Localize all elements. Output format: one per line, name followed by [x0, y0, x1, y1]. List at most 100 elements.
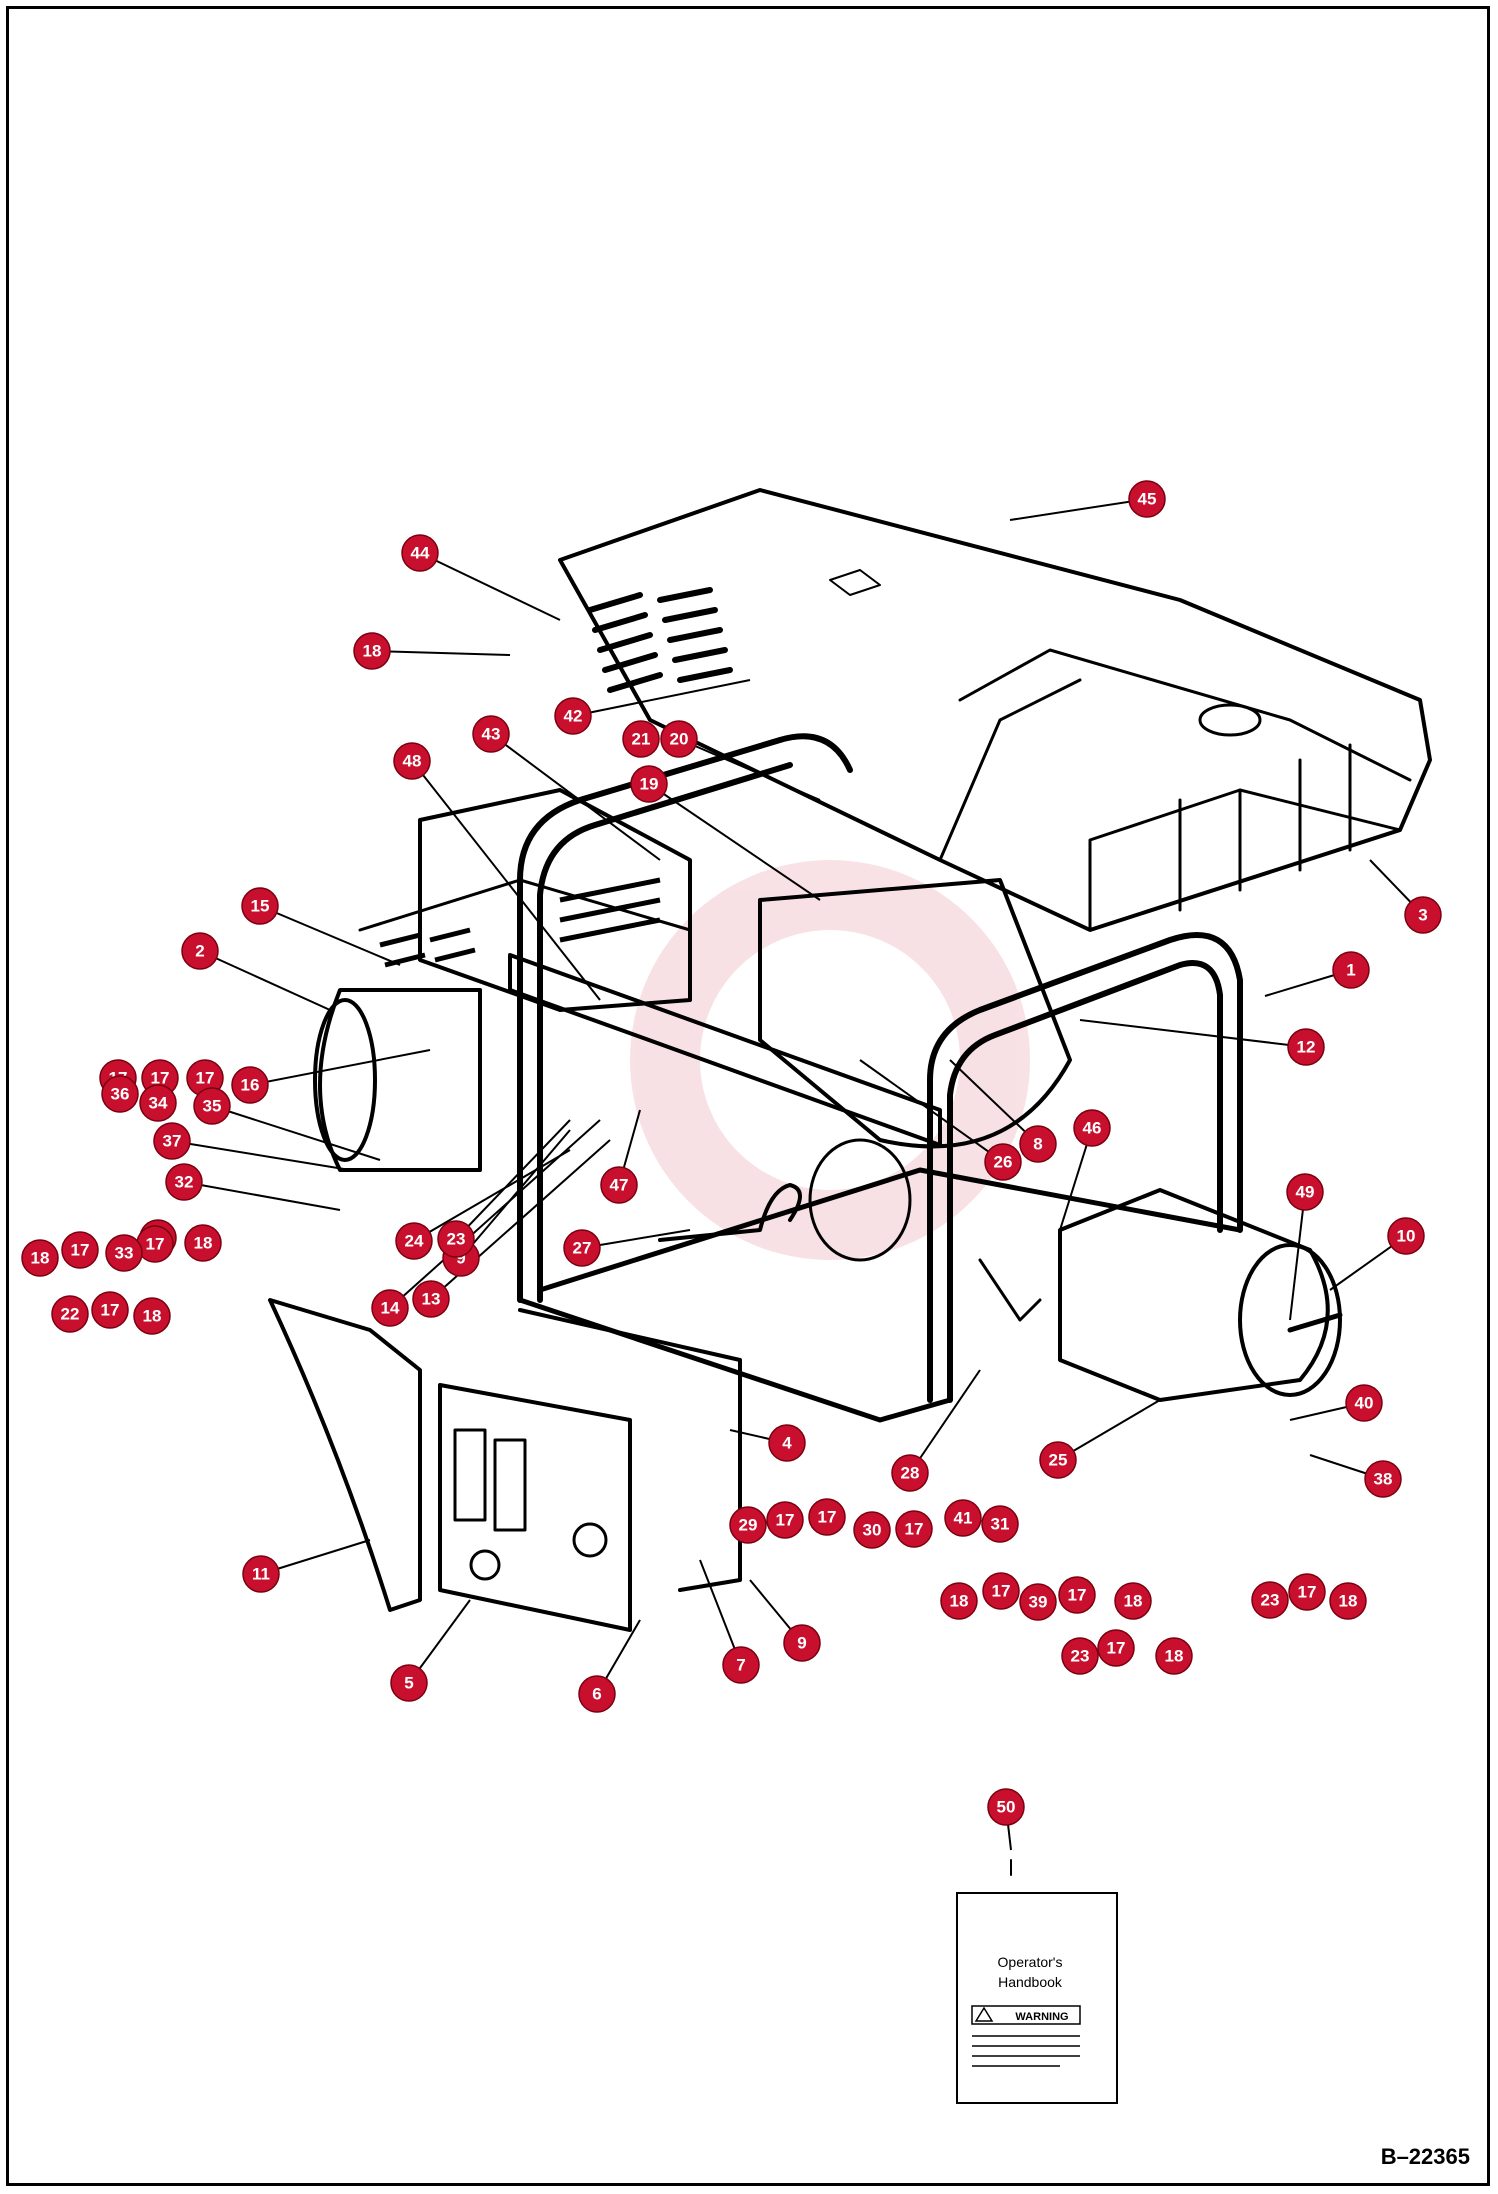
- callout-18: 18: [940, 1582, 978, 1620]
- callout-circle: [1019, 1125, 1057, 1163]
- callout-number: 8: [1033, 1135, 1042, 1154]
- leader-line-43: [490, 733, 661, 861]
- callout-10: 10: [1387, 1217, 1425, 1255]
- operators-handbook: Operator's Handbook WARNING: [956, 1859, 1118, 2104]
- callout-circle: [729, 1506, 767, 1544]
- callout-number: 26: [994, 1153, 1013, 1172]
- leader-line-26: [859, 1059, 1004, 1163]
- callout-12: 12: [1287, 1028, 1325, 1066]
- leader-line-44: [419, 552, 561, 621]
- leader-line-28: [909, 1369, 981, 1474]
- callout-number: 23: [1071, 1647, 1090, 1666]
- callout-circle: [853, 1511, 891, 1549]
- callout-35: 35: [193, 1087, 231, 1125]
- leader-line-11: [260, 1539, 371, 1575]
- callout-43: 43: [472, 715, 510, 753]
- callout-41: 41: [944, 1499, 982, 1537]
- callout-1: 1: [1332, 951, 1370, 989]
- leader-line-2: [199, 950, 331, 1011]
- callout-21: 21: [622, 720, 660, 758]
- callout-circle: [231, 1066, 269, 1104]
- callout-number: 49: [1296, 1183, 1315, 1202]
- callout-circle: [105, 1234, 143, 1272]
- callout-circle: [944, 1499, 982, 1537]
- callout-number: 41: [954, 1509, 973, 1528]
- callout-number: 43: [482, 725, 501, 744]
- callout-17: 17: [1288, 1573, 1326, 1611]
- callout-22: 22: [51, 1295, 89, 1333]
- callout-circle: [987, 1788, 1025, 1826]
- callout-2: 2: [181, 932, 219, 970]
- leader-line-9: [460, 1129, 571, 1259]
- callout-42: 42: [554, 697, 592, 735]
- callout-18: 18: [353, 632, 391, 670]
- callout-number: 1: [1346, 961, 1355, 980]
- callout-number: 18: [143, 1307, 162, 1326]
- callout-circle: [563, 1229, 601, 1267]
- callout-circle: [600, 1166, 638, 1204]
- callout-circle: [1287, 1028, 1325, 1066]
- callout-number: 34: [149, 1094, 168, 1113]
- callout-44: 44: [401, 534, 439, 572]
- callout-19: 19: [630, 765, 668, 803]
- callout-number: 18: [1339, 1592, 1358, 1611]
- callout-circle: [353, 632, 391, 670]
- callout-circle: [622, 720, 660, 758]
- callout-number: 5: [404, 1674, 413, 1693]
- callout-23: 23: [437, 1220, 475, 1258]
- callout-circle: [242, 1555, 280, 1593]
- callout-33: 33: [105, 1234, 143, 1272]
- callout-17: 17: [1097, 1629, 1135, 1667]
- callout-circle: [1128, 480, 1166, 518]
- callout-number: 40: [1355, 1394, 1374, 1413]
- callout-number: 15: [251, 897, 270, 916]
- callout-number: 17: [146, 1235, 165, 1254]
- callout-circle: [193, 1087, 231, 1125]
- callout-23: 23: [1251, 1581, 1289, 1619]
- callout-circle: [554, 697, 592, 735]
- callout-circle: [371, 1289, 409, 1327]
- leader-line-20: [678, 738, 821, 801]
- callout-circle: [21, 1239, 59, 1277]
- callout-number: 31: [991, 1515, 1010, 1534]
- callout-circle: [1364, 1460, 1402, 1498]
- callout-29: 29: [729, 1506, 767, 1544]
- callout-11: 11: [242, 1555, 280, 1593]
- callout-27: 27: [563, 1229, 601, 1267]
- callout-circle: [940, 1582, 978, 1620]
- callout-number: 17: [1298, 1583, 1317, 1602]
- callout-48: 48: [393, 742, 431, 780]
- callout-circle: [1329, 1582, 1367, 1620]
- handbook-title-line2: Handbook: [998, 1974, 1063, 1990]
- callout-17: 17: [61, 1231, 99, 1269]
- callout-37: 37: [153, 1122, 191, 1160]
- callout-17: 17: [895, 1510, 933, 1548]
- callout-circle: [984, 1143, 1022, 1181]
- callout-circle: [133, 1297, 171, 1335]
- callout-number: 47: [610, 1176, 629, 1195]
- leader-line-23: [455, 1119, 571, 1240]
- callout-number: 39: [1029, 1593, 1048, 1612]
- callout-circle: [1114, 1582, 1152, 1620]
- callout-6: 6: [578, 1675, 616, 1713]
- callout-18: 18: [1329, 1582, 1367, 1620]
- callout-9: 9: [783, 1624, 821, 1662]
- callout-number: 3: [1418, 906, 1427, 925]
- callout-number: 18: [363, 642, 382, 661]
- callout-number: 19: [640, 775, 659, 794]
- callout-16: 16: [231, 1066, 269, 1104]
- callout-circle: [395, 1222, 433, 1260]
- callout-number: 14: [381, 1299, 400, 1318]
- callout-14: 14: [371, 1289, 409, 1327]
- callout-number: 17: [196, 1069, 215, 1088]
- callout-18: 18: [21, 1239, 59, 1277]
- callout-18: 18: [1155, 1637, 1193, 1675]
- callout-circle: [1404, 896, 1442, 934]
- callout-24: 24: [395, 1222, 433, 1260]
- callout-36: 36: [101, 1075, 139, 1113]
- callout-number: 21: [632, 730, 651, 749]
- callout-18: 18: [133, 1297, 171, 1335]
- callout-circle: [1039, 1441, 1077, 1479]
- callout-circle: [1286, 1173, 1324, 1211]
- callout-3: 3: [1404, 896, 1442, 934]
